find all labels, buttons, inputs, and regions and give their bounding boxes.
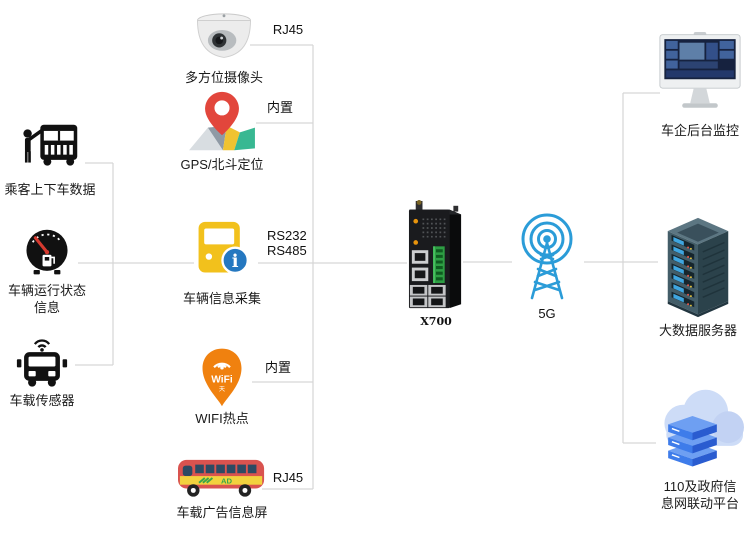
label: GPS/北斗定位: [180, 157, 264, 172]
node-ad-screen: AD 车载广告信息屏: [162, 456, 282, 521]
label: 110及政府信 息网联动平台: [661, 478, 739, 512]
gps-pin-icon: [189, 91, 255, 151]
node-vehicle-status: 车辆运行状态 信息: [0, 226, 99, 316]
node-vehicle-info: i 车辆信息采集: [166, 220, 278, 307]
label-line-1: 110及政府信: [663, 479, 737, 494]
port-label-adscreen: RJ45: [272, 470, 304, 485]
monitor-icon: [659, 32, 741, 108]
wifi-hotspot-icon: WiFi 天: [202, 348, 242, 407]
cloud-platform-icon: [664, 389, 744, 467]
node-5g: 5G: [505, 212, 589, 321]
label: 大数据服务器: [658, 323, 737, 338]
antenna-tower-icon: [521, 213, 573, 300]
label: 乘客上下车数据: [4, 182, 96, 197]
port-label-camera: RJ45: [272, 22, 304, 37]
wifi-wordmark: WiFi: [211, 374, 233, 385]
router-label: X700: [420, 315, 452, 328]
label-line-1: 车辆运行状态: [7, 283, 86, 298]
label: 车辆运行状态 信息: [8, 282, 86, 316]
label: 车载广告信息屏: [176, 505, 268, 520]
port-label-gps: 内置: [266, 100, 293, 115]
node-camera: 多方位摄像头: [168, 12, 280, 86]
dome-camera-icon: [197, 13, 251, 58]
label: 车载传感器: [9, 393, 75, 408]
ad-text: AD: [221, 477, 233, 486]
label-line-2: 息网联动平台: [660, 496, 739, 511]
port-label-serial: RS232 RS485: [267, 228, 323, 258]
network-label: 5G: [538, 306, 556, 321]
node-passenger-data: 乘客上下车数据: [0, 122, 102, 198]
ad-bus-icon: AD: [178, 459, 265, 497]
port-line-1: RS232: [267, 228, 307, 243]
label: WIFI热点: [195, 411, 249, 426]
bus-sensor-icon: [16, 339, 68, 387]
bus-info-icon: i: [198, 221, 249, 275]
passenger-boarding-icon: [23, 124, 78, 166]
label: 车辆信息采集: [182, 291, 261, 306]
port-line-2: RS485: [267, 243, 307, 258]
node-wifi-hotspot: WiFi 天 WIFI热点: [166, 346, 278, 427]
wifi-subtext: 天: [219, 386, 225, 393]
node-gps: GPS/北斗定位: [166, 90, 278, 173]
node-vehicle-sensor: 车载传感器: [0, 336, 94, 409]
node-backend-monitor: 车企后台监控: [628, 32, 750, 139]
node-gov-platform: 110及政府信 息网联动平台: [626, 386, 750, 512]
label-line-2: 信息: [33, 300, 60, 315]
label: 多方位摄像头: [184, 70, 263, 85]
fuel-gauge-icon: [26, 229, 68, 275]
server-rack-icon: [667, 217, 729, 318]
info-glyph: i: [232, 251, 239, 272]
industrial-router-icon: [408, 200, 462, 309]
node-bigdata-server: 大数据服务器: [628, 216, 750, 339]
node-router: X700: [394, 200, 478, 328]
label: 车企后台监控: [660, 123, 739, 138]
port-label-wifi: 内置: [264, 360, 291, 375]
